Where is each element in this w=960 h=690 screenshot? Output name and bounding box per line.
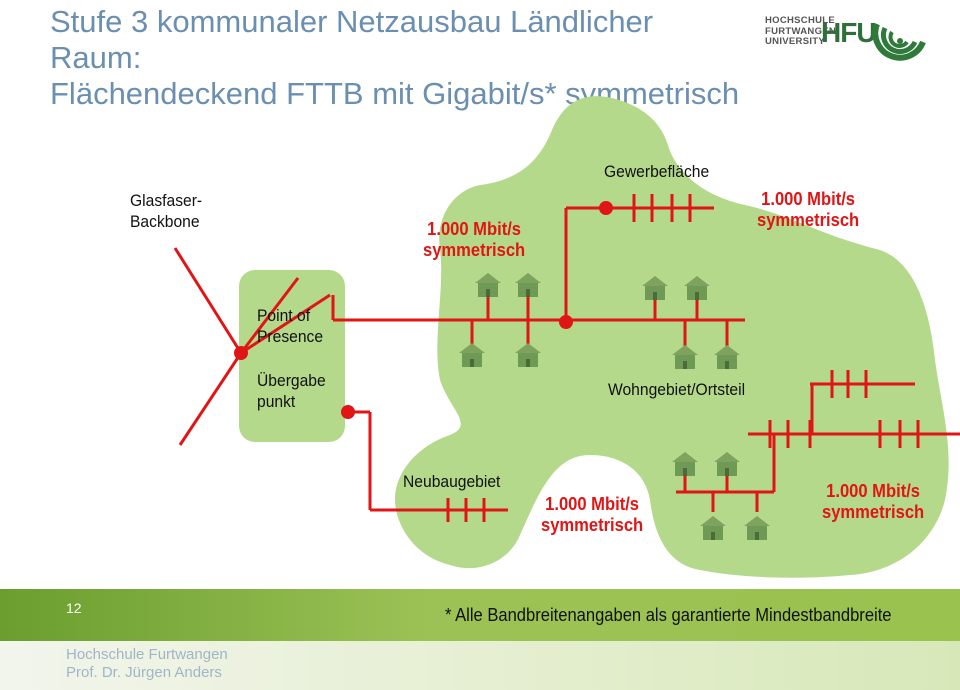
network-nodes — [234, 201, 613, 419]
speed-label-commercial: 1.000 Mbit/s symmetrisch — [757, 189, 859, 231]
logo-swirl-icon — [872, 22, 926, 61]
commercial-node — [599, 201, 613, 215]
footnote: * Alle Bandbreitenangaben als garantiert… — [445, 605, 892, 625]
speed-value: 1.000 Mbit/s — [427, 219, 522, 239]
speed-label-right: 1.000 Mbit/s symmetrisch — [822, 481, 924, 523]
label-pop-1: Point of — [257, 306, 311, 325]
backbone-node — [234, 346, 248, 360]
logo-abbr: HFU — [821, 17, 877, 48]
speed-value: 1.000 Mbit/s — [826, 481, 921, 501]
title-line-1: Stufe 3 kommunaler Netzausbau Ländlicher… — [50, 4, 654, 75]
footer-band — [0, 589, 960, 690]
logo-text-1: HOCHSCHULE — [765, 15, 836, 26]
fiber-network — [331, 194, 960, 522]
label-backbone-2: Backbone — [130, 212, 200, 231]
speed-mode: symmetrisch — [423, 240, 526, 260]
speed-mode: symmetrisch — [822, 502, 925, 522]
logo-university-name: HOCHSCHULE FURTWANGEN UNIVERSITY — [765, 15, 837, 48]
label-backbone-1: Glasfaser- — [130, 191, 203, 210]
land-region-main — [395, 96, 949, 578]
network-diagram — [173, 96, 960, 578]
speed-label-new-build: 1.000 Mbit/s symmetrisch — [541, 494, 643, 536]
label-backbone: Glasfaser- Backbone — [130, 190, 202, 232]
logo-text-3: UNIVERSITY — [765, 36, 826, 47]
distribution-node — [559, 315, 573, 329]
speed-label-left: 1.000 Mbit/s symmetrisch — [423, 219, 525, 261]
backbone-lines — [173, 247, 331, 446]
author-institution: Hochschule Furtwangen — [66, 646, 228, 663]
label-handover-point: Übergabe punkt — [257, 370, 326, 412]
label-point-of-presence: Point of Presence — [257, 305, 323, 347]
label-handover-1: Übergabe — [257, 371, 326, 390]
logo-text-2: FURTWANGEN — [765, 25, 837, 37]
author-name: Prof. Dr. Jürgen Anders — [66, 664, 222, 681]
slide-number: 12 — [66, 600, 82, 616]
author-info: Hochschule Furtwangen Prof. Dr. Jürgen A… — [66, 646, 228, 682]
speed-value: 1.000 Mbit/s — [761, 189, 856, 209]
label-new-build-area: Neubaugebiet — [403, 472, 501, 491]
label-residential-area: Wohngebiet/Ortsteil — [608, 380, 746, 399]
speed-value: 1.000 Mbit/s — [545, 494, 640, 514]
label-pop-2: Presence — [257, 327, 324, 346]
university-logo: HOCHSCHULE FURTWANGEN UNIVERSITY HFU — [765, 14, 935, 74]
handover-node — [341, 405, 355, 419]
speed-mode: symmetrisch — [541, 515, 644, 535]
pop-box — [239, 270, 345, 442]
speed-mode: symmetrisch — [757, 210, 860, 230]
label-commercial-area: Gewerbefläche — [604, 162, 710, 181]
label-handover-2: punkt — [257, 392, 296, 411]
